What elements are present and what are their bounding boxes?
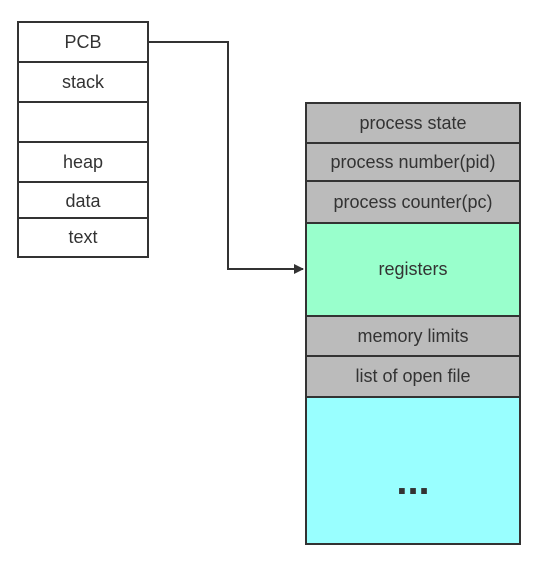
pcb-field-process-counter-box bbox=[305, 180, 521, 224]
memory-cell-text-label: text bbox=[68, 227, 97, 247]
pcb-field-process-counter-label: process counter(pc) bbox=[333, 192, 492, 212]
memory-cell-data: data bbox=[17, 181, 149, 219]
pcb-field-process-state-label: process state bbox=[359, 113, 466, 133]
pcb-field-process-number: process number(pid) bbox=[305, 142, 521, 182]
memory-cell-stack-label: stack bbox=[62, 72, 105, 92]
pcb-field-process-state: process state bbox=[305, 102, 521, 144]
pcb-field-open-files-box bbox=[305, 355, 521, 398]
memory-cell-stack: stack bbox=[17, 61, 149, 103]
memory-cell-pcb-label: PCB bbox=[64, 32, 101, 52]
pcb-field-registers: registers bbox=[305, 222, 521, 317]
memory-cell-text: text bbox=[17, 217, 149, 258]
pcb-field-memory-limits-label: memory limits bbox=[358, 326, 469, 346]
memory-cell-free bbox=[17, 101, 149, 143]
memory-cell-heap-label: heap bbox=[63, 152, 103, 172]
pcb-field-memory-limits: memory limits bbox=[305, 315, 521, 357]
pcb-fields-stack: process state process number(pid) proces… bbox=[305, 102, 521, 545]
pcb-field-more-box bbox=[305, 396, 521, 545]
pcb-field-open-files: list of open file bbox=[305, 355, 521, 398]
memory-layout-stack: PCB stack heap data text bbox=[17, 21, 149, 258]
pcb-field-more-ellipsis: ... bbox=[396, 459, 429, 503]
pcb-field-process-state-box bbox=[305, 102, 521, 144]
memory-cell-data-label: data bbox=[65, 191, 101, 211]
memory-cell-heap: heap bbox=[17, 141, 149, 183]
pcb-field-process-counter: process counter(pc) bbox=[305, 180, 521, 224]
memory-cell-pcb: PCB bbox=[17, 21, 149, 63]
pcb-field-open-files-label: list of open file bbox=[355, 366, 470, 386]
pcb-field-process-number-label: process number(pid) bbox=[330, 152, 495, 172]
pcb-field-memory-limits-box bbox=[305, 315, 521, 357]
pcb-field-more: ... bbox=[305, 396, 521, 545]
pcb-connector-arrow bbox=[148, 41, 304, 274]
pcb-field-registers-label: registers bbox=[378, 259, 447, 279]
